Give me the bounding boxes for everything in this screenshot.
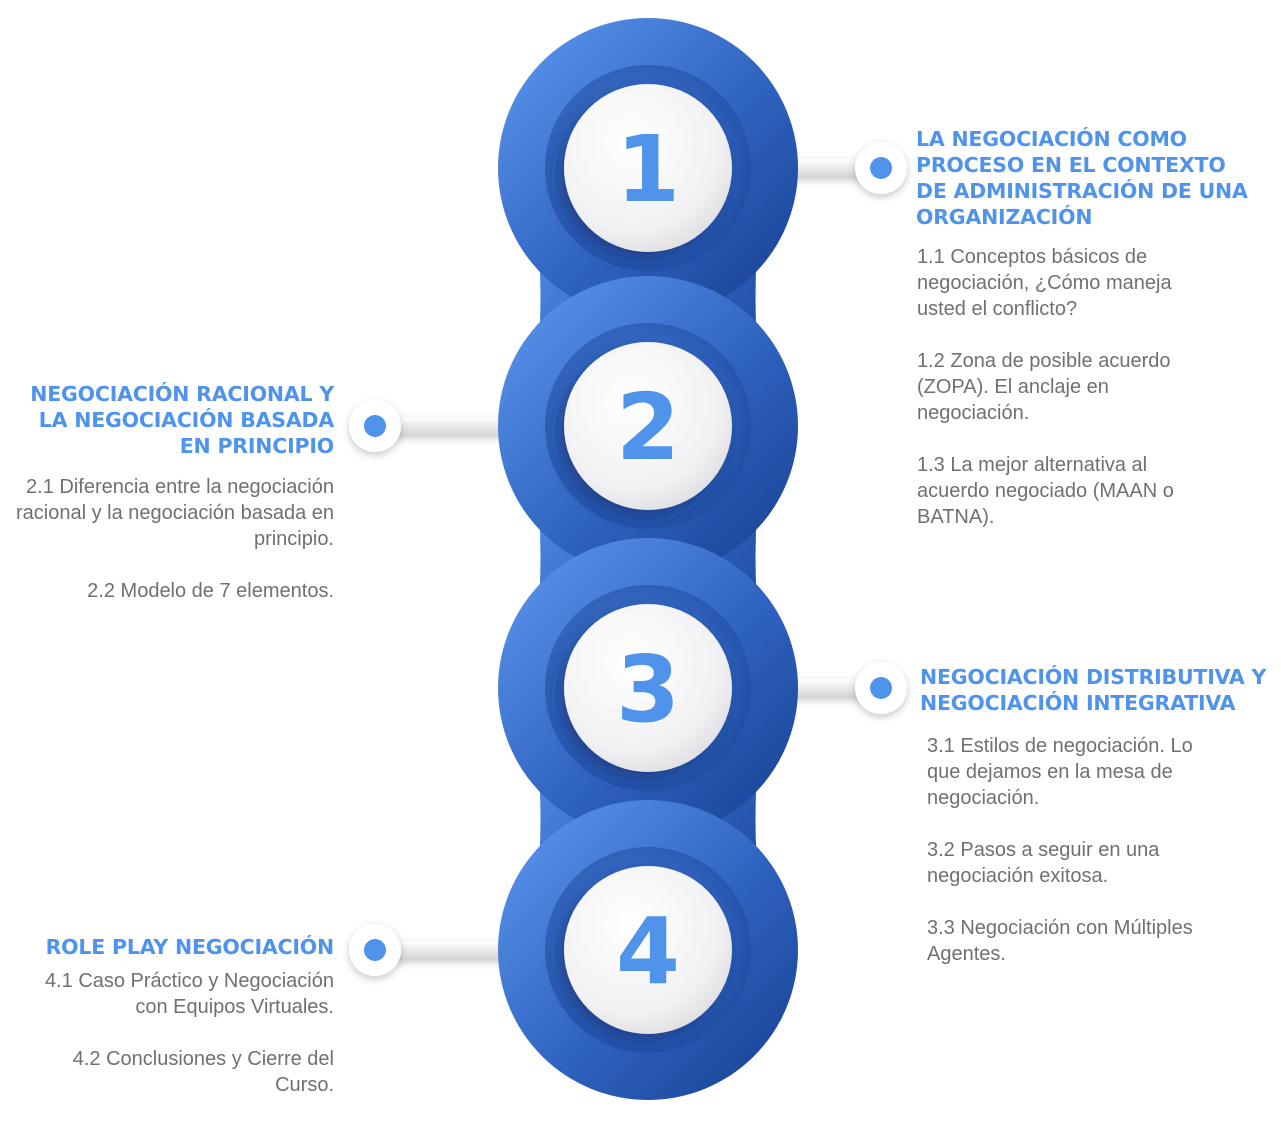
step-1: 1 xyxy=(545,65,751,271)
module-1-topic-2: 1.2 Zona de posible acuerdo (ZOPA). El a… xyxy=(917,350,1171,424)
module-4-topics: 4.1 Caso Práctico y Negociación con Equi… xyxy=(14,968,334,1124)
module-2-topics: 2.1 Diferencia entre la negociación raci… xyxy=(14,474,334,630)
module-1-topics: 1.1 Conceptos básicos de negociación, ¿C… xyxy=(917,244,1207,556)
module-3-title: NEGOCIACIÓN DISTRIBUTIVA Y NEGOCIACIÓN I… xyxy=(920,665,1267,715)
step-number-4: 4 xyxy=(616,898,680,1005)
connector-dot-3 xyxy=(870,677,892,699)
module-1-topic-3: 1.3 La mejor alternativa al acuerdo nego… xyxy=(917,454,1174,528)
step-disc-1 xyxy=(564,84,732,252)
step-number-3: 3 xyxy=(616,636,680,743)
step-2: 2 xyxy=(545,323,751,529)
connector-dot-2 xyxy=(364,415,386,437)
module-3-topic-3: 3.3 Negociación con Múltiples Agentes. xyxy=(927,917,1193,965)
module-2-title: NEGOCIACIÓN RACIONAL Y LA NEGOCIACIÓN BA… xyxy=(30,382,334,458)
step-disc-3 xyxy=(564,604,732,772)
connector-dot-4 xyxy=(364,939,386,961)
step-number-1: 1 xyxy=(616,116,680,223)
module-2-topic-1: 2.1 Diferencia entre la negociación raci… xyxy=(16,476,334,550)
module-3-topic-2: 3.2 Pasos a seguir en una negociación ex… xyxy=(927,839,1160,887)
step-4: 4 xyxy=(545,847,751,1053)
step-discs: 1 2 3 4 xyxy=(545,65,751,1053)
step-3: 3 xyxy=(545,585,751,791)
step-disc-4 xyxy=(564,866,732,1034)
connector-dot-1 xyxy=(870,157,892,179)
step-number-2: 2 xyxy=(616,374,680,481)
module-4-topic-1: 4.1 Caso Práctico y Negociación con Equi… xyxy=(44,970,334,1018)
module-4-topic-2: 4.2 Conclusiones y Cierre del Curso. xyxy=(72,1048,334,1096)
step-disc-2 xyxy=(564,342,732,510)
module-2-topic-2: 2.2 Modelo de 7 elementos. xyxy=(87,580,334,602)
module-1-topic-1: 1.1 Conceptos básicos de negociación, ¿C… xyxy=(917,246,1172,320)
module-3-topics: 3.1 Estilos de negociación. Lo que dejam… xyxy=(927,733,1227,993)
module-3-topic-1: 3.1 Estilos de negociación. Lo que dejam… xyxy=(927,735,1193,809)
module-4-title: ROLE PLAY NEGOCIACIÓN xyxy=(45,935,335,959)
module-1-title: LA NEGOCIACIÓN COMO PROCESO EN EL CONTEX… xyxy=(916,127,1248,229)
